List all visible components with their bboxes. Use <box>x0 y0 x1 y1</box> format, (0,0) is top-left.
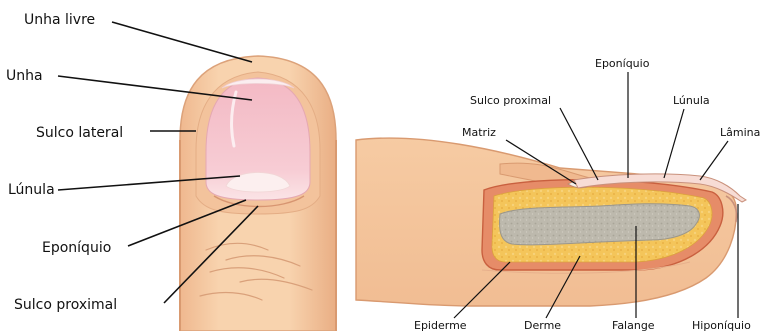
label-eponiquio: Eponíquio <box>42 240 111 256</box>
label-lunula: Lúnula <box>8 182 55 198</box>
label-unha: Unha <box>6 68 43 84</box>
label-lunula-right: Lúnula <box>673 94 710 107</box>
phalanx-bone <box>500 204 700 245</box>
finger-cross-section <box>356 138 746 306</box>
leader-lamina <box>700 141 728 180</box>
label-sulco-proximal: Sulco proximal <box>14 297 117 313</box>
label-epiderme: Epiderme <box>414 319 467 331</box>
label-hiponiquio: Hiponíquio <box>692 319 751 331</box>
label-sulco-lateral: Sulco lateral <box>36 125 123 141</box>
label-derme: Derme <box>524 319 561 331</box>
label-lamina: Lâmina <box>720 126 760 139</box>
label-falange: Falange <box>612 319 655 331</box>
leader-unha-livre <box>112 22 252 62</box>
label-eponiquio-right: Eponíquio <box>595 57 650 70</box>
finger-top-view <box>180 56 336 331</box>
leader-lunula-right <box>664 109 684 178</box>
label-unha-livre: Unha livre <box>24 12 95 28</box>
label-sulco-proximal-right: Sulco proximal <box>470 94 551 107</box>
label-matriz: Matriz <box>462 126 496 139</box>
